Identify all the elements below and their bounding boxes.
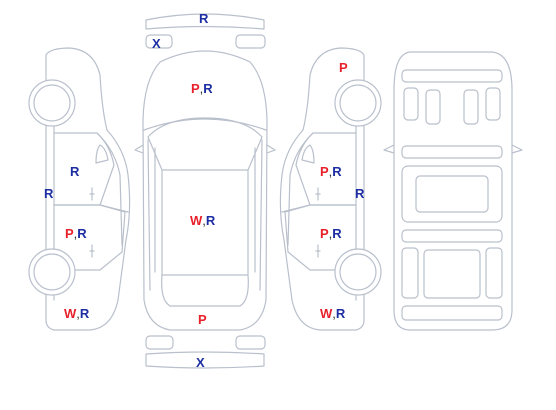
damage-code: R [205,213,216,228]
car-top-view [134,50,276,331]
marker-top-bumper: R [199,12,208,25]
code-separator: , [328,164,333,179]
damage-code: P [320,164,329,179]
rear-bumper-outline [145,335,266,369]
marker-left-sill: R [44,187,53,200]
damage-code: R [199,11,209,26]
damage-code: R [44,186,54,201]
damage-code: P [198,312,207,327]
front-bumper-outline [145,13,266,49]
damage-code: X [196,355,205,370]
damage-code: R [70,164,80,179]
damage-code: R [332,164,342,179]
damage-code: P [191,81,200,96]
car-left-side-view [28,47,131,331]
code-separator: , [73,226,78,241]
marker-hood: P,R [191,82,213,95]
damage-code: R [332,226,342,241]
marker-roof: W,R [190,214,215,227]
damage-code: P [65,226,74,241]
marker-right-rear-door: P,R [320,227,342,240]
car-interior-view [383,51,523,331]
marker-left-rear-quarter: W,R [64,307,89,320]
damage-code: R [77,226,87,241]
code-separator: , [328,226,333,241]
damage-code: P [320,226,329,241]
damage-code: W [190,213,203,228]
damage-code: W [64,306,77,321]
damage-code: R [355,186,365,201]
damage-code: P [339,60,348,75]
damage-code: X [152,36,161,51]
marker-bottom-plate: X [196,356,205,369]
marker-left-front-door: R [70,165,79,178]
code-separator: , [332,306,336,321]
marker-right-front-fender: P [339,61,348,74]
damage-code: W [320,306,333,321]
code-separator: , [202,213,206,228]
marker-right-sill: R [355,187,364,200]
damage-code: R [79,306,90,321]
damage-code: R [203,81,213,96]
marker-left-rear-door: P,R [65,227,87,240]
marker-top-plate: X [152,37,161,50]
damage-code: R [335,306,346,321]
code-separator: , [76,306,80,321]
marker-trunk: P [198,313,207,326]
code-separator: , [199,81,204,96]
marker-right-rear-quarter: W,R [320,307,345,320]
marker-right-front-door: P,R [320,165,342,178]
car-right-side-view [279,47,382,331]
